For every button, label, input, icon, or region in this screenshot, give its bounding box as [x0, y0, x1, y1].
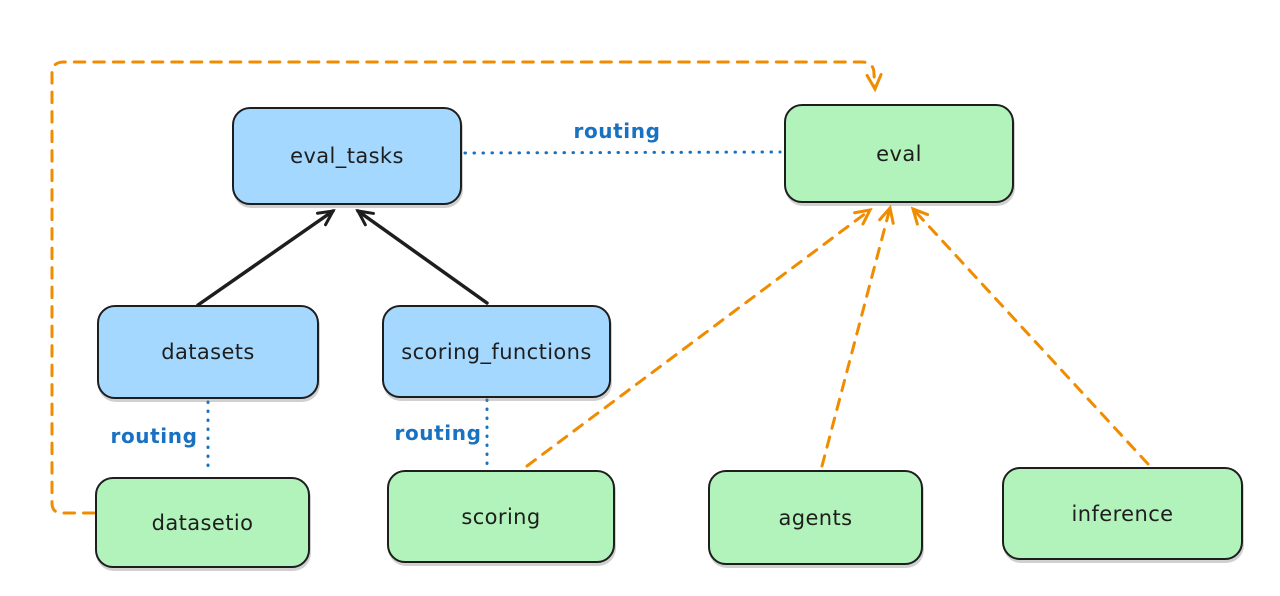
node-eval-label: eval: [876, 141, 922, 166]
node-scoring-label: scoring: [461, 504, 541, 529]
node-eval: eval: [784, 104, 1014, 203]
node-scoring_functions: scoring_functions: [382, 305, 611, 398]
edge-scoring_functions-to-eval_tasks: [355, 209, 489, 305]
node-eval_tasks: eval_tasks: [232, 107, 462, 205]
node-datasets: datasets: [97, 305, 319, 399]
edge-agents-to-eval: [820, 204, 895, 468]
node-datasetio-label: datasetio: [151, 510, 254, 535]
edge-eval_tasks-to-eval-routing: [463, 150, 782, 155]
edge-label-routing-middle: routing: [394, 421, 482, 445]
node-agents-label: agents: [778, 505, 853, 530]
edge-label-routing-left: routing: [110, 424, 198, 448]
edge-inference-to-eval: [910, 206, 1150, 466]
node-datasetio: datasetio: [95, 477, 310, 568]
edge-label-routing-top: routing: [573, 119, 661, 143]
node-eval_tasks-label: eval_tasks: [290, 144, 404, 168]
node-inference-label: inference: [1071, 501, 1174, 526]
node-datasets-label: datasets: [161, 340, 255, 364]
node-scoring_functions-label: scoring_functions: [401, 339, 592, 364]
edge-datasets-to-eval_tasks: [196, 209, 336, 307]
node-scoring: scoring: [387, 470, 615, 563]
node-inference: inference: [1002, 467, 1243, 560]
node-agents: agents: [708, 470, 923, 565]
